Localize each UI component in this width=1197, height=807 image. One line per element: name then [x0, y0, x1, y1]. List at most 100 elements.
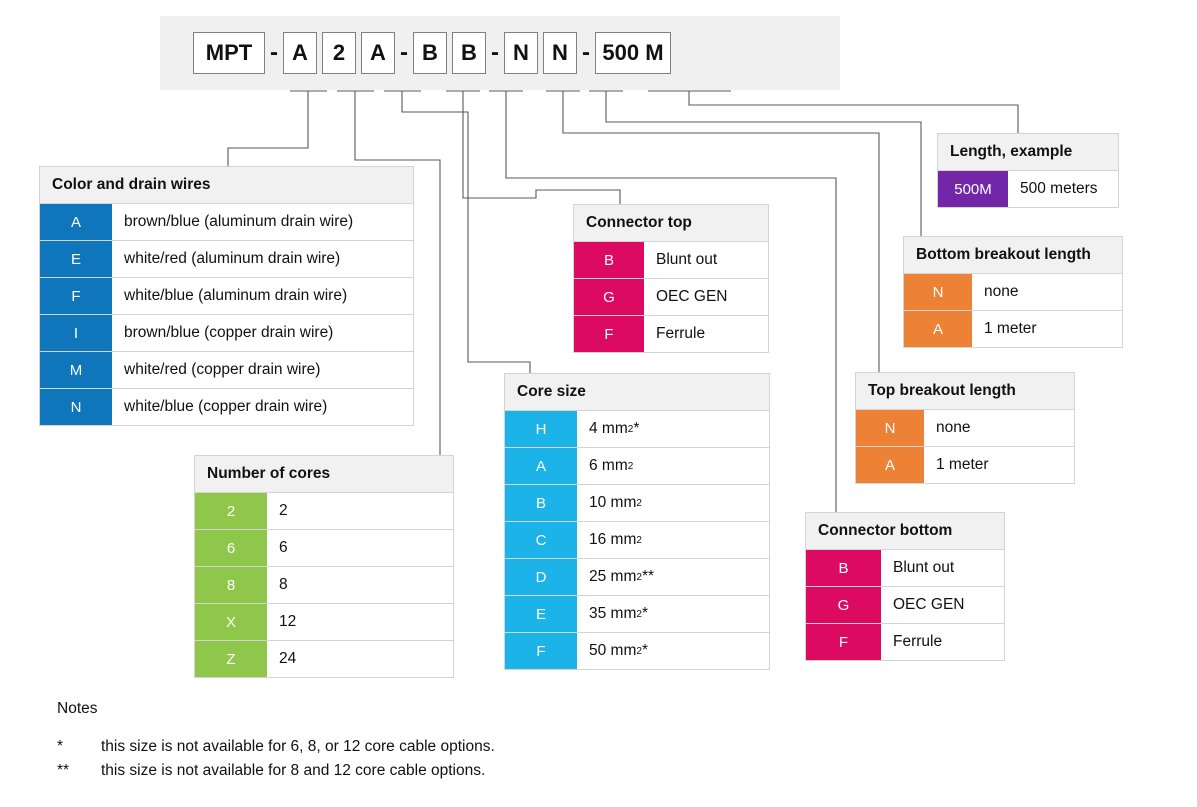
pn-code-length[interactable]: 500 M — [595, 32, 671, 74]
row-description: none — [972, 274, 1122, 310]
row-description: 2 — [267, 493, 453, 529]
table-title: Color and drain wires — [39, 166, 414, 204]
row-code: A — [505, 448, 577, 484]
row-code: I — [40, 315, 112, 351]
pn-code-connector-bottom[interactable]: B — [452, 32, 486, 74]
row-code: 500M — [938, 171, 1008, 207]
row-description: 1 meter — [924, 447, 1074, 483]
pn-dash-1: - — [270, 39, 278, 66]
row-description: white/blue (copper drain wire) — [112, 389, 413, 425]
notes-list: * this size is not available for 6, 8, or… — [57, 738, 495, 780]
table-title: Bottom breakout length — [903, 236, 1123, 274]
pn-code-connector-top[interactable]: B — [413, 32, 447, 74]
pn-dash-4: - — [582, 39, 590, 66]
pn-code-number-of-cores[interactable]: 2 — [322, 32, 356, 74]
row-code: C — [505, 522, 577, 558]
row-description: 12 — [267, 604, 453, 640]
row-description: Ferrule — [644, 316, 768, 352]
row-description: white/blue (aluminum drain wire) — [112, 278, 413, 314]
row-description: white/red (copper drain wire) — [112, 352, 413, 388]
notes-block: Notes * this size is not available for 6,… — [57, 700, 495, 786]
pn-code-color-drain[interactable]: A — [283, 32, 317, 74]
row-description: none — [924, 410, 1074, 446]
note-marker: * — [57, 738, 64, 755]
row-description: Ferrule — [881, 624, 1004, 660]
row-code: F — [505, 633, 577, 669]
note-text: this size is not available for 6, 8, or … — [101, 738, 495, 755]
row-code: A — [856, 447, 924, 483]
table-title: Number of cores — [194, 455, 454, 493]
row-code: 8 — [195, 567, 267, 603]
notes-title: Notes — [57, 700, 98, 717]
pn-dash-2: - — [400, 39, 408, 66]
row-code: G — [806, 587, 881, 623]
unit-superscript: 2 — [636, 571, 642, 583]
row-description: white/red (aluminum drain wire) — [112, 241, 413, 277]
row-code: M — [40, 352, 112, 388]
row-code: B — [806, 550, 881, 586]
row-code: D — [505, 559, 577, 595]
row-description: Blunt out — [881, 550, 1004, 586]
part-number-row: MPT - A 2 A - B B - N N - 500 M — [160, 16, 676, 90]
pn-code-core-size[interactable]: A — [361, 32, 395, 74]
unit-superscript: 2 — [636, 534, 642, 546]
row-description: 1 meter — [972, 311, 1122, 347]
row-code: 6 — [195, 530, 267, 566]
table-title: Core size — [504, 373, 770, 411]
row-code: 2 — [195, 493, 267, 529]
row-code: F — [574, 316, 644, 352]
note-item: **this size is not available for 8 and 1… — [57, 762, 495, 780]
pn-prefix-mpt[interactable]: MPT — [193, 32, 265, 74]
table-title: Connector bottom — [805, 512, 1005, 550]
row-code: A — [40, 204, 112, 240]
part-number-band — [160, 16, 840, 90]
row-description: OEC GEN — [881, 587, 1004, 623]
row-code: F — [806, 624, 881, 660]
row-code: X — [195, 604, 267, 640]
row-code: N — [904, 274, 972, 310]
row-description: 6 — [267, 530, 453, 566]
pn-code-bottom-breakout[interactable]: N — [543, 32, 577, 74]
table-title: Length, example — [937, 133, 1119, 171]
row-code: G — [574, 279, 644, 315]
unit-superscript: 2 — [636, 497, 642, 509]
row-description: 24 — [267, 641, 453, 677]
row-code: A — [904, 311, 972, 347]
unit-superscript: 2 — [627, 460, 634, 472]
pn-code-top-breakout[interactable]: N — [504, 32, 538, 74]
table-title: Top breakout length — [855, 372, 1075, 410]
